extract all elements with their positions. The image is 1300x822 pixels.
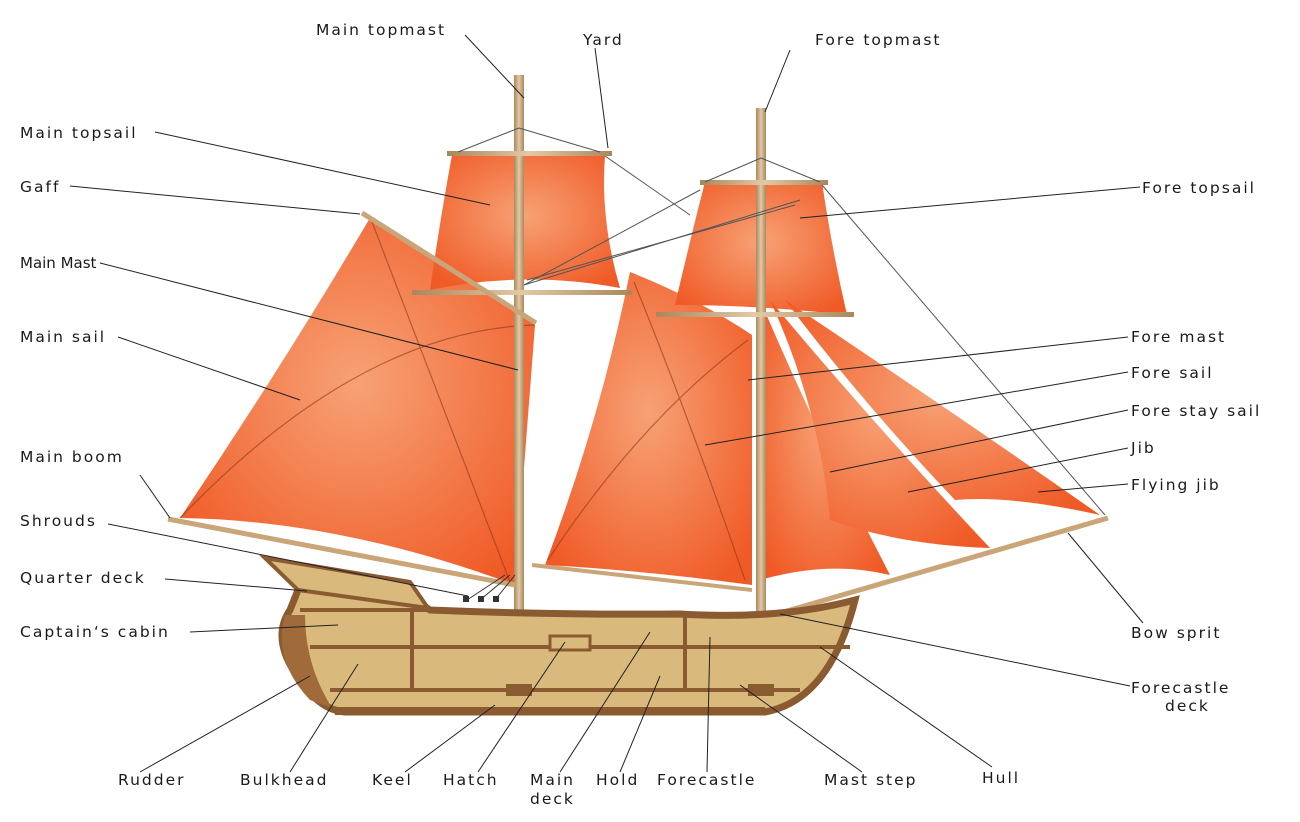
jib [770,300,990,548]
main-boom-spar [167,516,516,588]
label-main-deck-1: Main [530,771,576,789]
label-fore-mast: Fore mast [1131,328,1227,346]
label-hull: Hull [982,769,1021,787]
label-captains-cabin: Captain‘s cabin [20,623,170,641]
fore-mast [756,108,766,693]
keel-bar [335,707,765,715]
label-main-mast: Main Mast [20,254,97,272]
hatch-box [548,634,592,652]
main-sail [180,218,535,585]
label-quarter-deck: Quarter deck [20,569,146,587]
label-forecastle: Forecastle [657,771,757,789]
main-topsail [430,155,620,290]
main-mast-step [506,684,532,696]
label-main-deck-2: deck [530,790,575,808]
label-hatch: Hatch [443,771,499,789]
label-hold: Hold [596,771,640,789]
rudder-shape [281,615,332,708]
label-fore-sail: Fore sail [1131,364,1214,382]
leader-lines [69,34,1144,773]
main-yard-lower [412,290,632,295]
fore-sail [545,272,752,585]
label-bulkhead: Bulkhead [240,771,329,789]
fore-stay-sail [760,300,890,580]
gaff-spar [360,210,538,326]
fore-boom-spar [531,563,753,592]
label-main-sail: Main sail [20,328,107,346]
bowsprit-spar [779,515,1109,616]
label-jib: Jib [1131,439,1156,457]
label-fore-topsail: Fore topsail [1142,179,1256,197]
label-main-topmast: Main topmast [316,21,447,39]
label-shrouds: Shrouds [20,512,97,530]
label-main-boom: Main boom [20,448,124,466]
label-forecastle-deck-2: deck [1165,697,1210,715]
label-gaff: Gaff [20,178,61,196]
label-keel: Keel [372,771,413,789]
label-bow-sprit: Bow sprit [1131,624,1222,642]
fore-yard-lower [656,312,854,317]
main-yard-top [447,151,612,156]
flying-jib [785,300,1100,515]
fore-yard-top [700,180,828,185]
fore-mast-step [748,684,774,696]
label-main-topsail: Main topsail [20,124,138,142]
label-fore-stay-sail: Fore stay sail [1131,402,1262,420]
label-mast-step: Mast step [824,771,918,789]
label-fore-topmast: Fore topmast [815,31,942,49]
label-yard: Yard [583,31,624,49]
label-rudder: Rudder [118,771,186,789]
label-flying-jib: Flying jib [1131,476,1221,494]
label-forecastle-deck-1: Forecastle [1131,679,1231,697]
main-mast [514,75,524,695]
